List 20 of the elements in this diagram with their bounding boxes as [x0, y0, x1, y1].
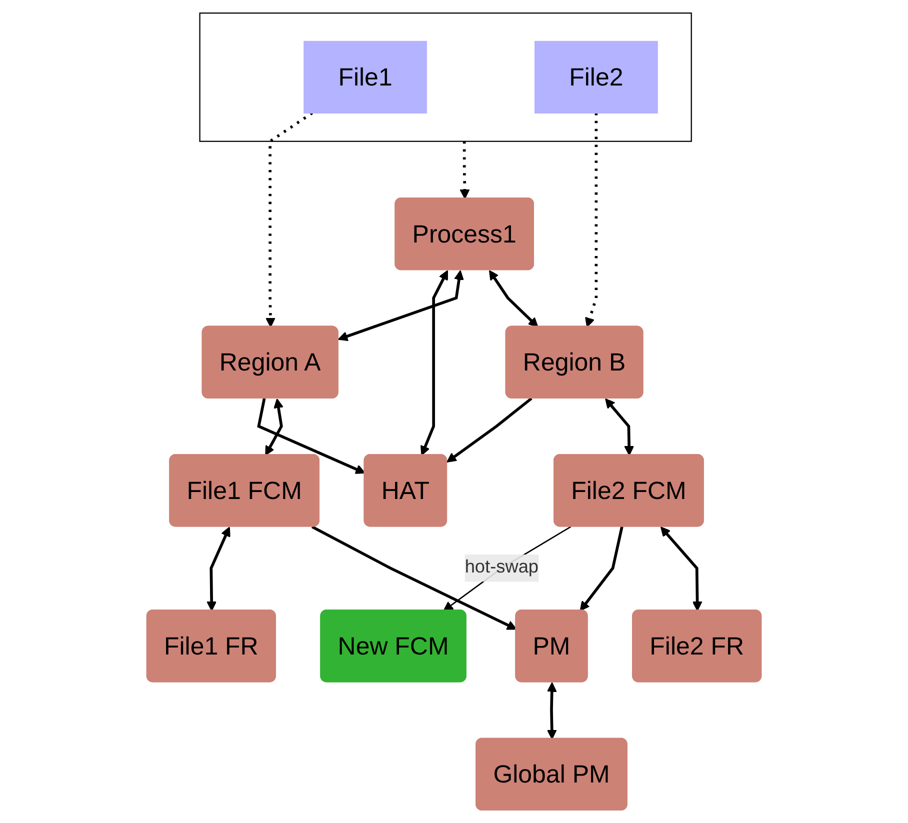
arrow: [460, 141, 470, 200]
arrow: [443, 526, 572, 612]
arrow: [265, 112, 313, 328]
arrow: [488, 270, 538, 328]
edge-label: hot-swap: [464, 558, 539, 578]
arrow: [605, 398, 634, 456]
cluster: [199, 12, 692, 142]
arrow: [585, 112, 598, 328]
arrow: [420, 270, 448, 456]
arrow: [206, 526, 230, 612]
arrow: [311, 525, 517, 630]
arrow: [265, 398, 284, 456]
arrow: [338, 270, 464, 342]
node-box: File2: [534, 40, 658, 114]
arrow: [546, 682, 557, 740]
arrow: [660, 526, 702, 612]
arrow: [257, 398, 366, 474]
arrow: [580, 526, 624, 612]
arrow: [446, 397, 532, 462]
node-box: File1: [304, 40, 427, 114]
